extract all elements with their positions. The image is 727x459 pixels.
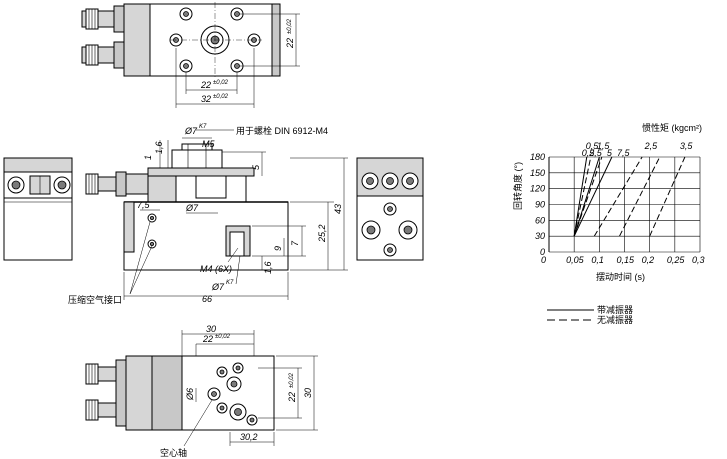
- bottom-dim-302: 30,2: [240, 432, 258, 442]
- top-dim-32-tol: ±0,02: [213, 94, 229, 100]
- bottom-dim-22: 22: [202, 334, 213, 344]
- dim-d7-k7-sup: K7: [199, 124, 207, 130]
- chart-y-tick: 120: [530, 184, 545, 194]
- top-dim-22-side: 22: [285, 38, 295, 49]
- bottom-dim-22-side: 22: [287, 392, 297, 403]
- chart-inertia-label: 2,5: [644, 141, 659, 151]
- chart-y-tick: 0: [540, 247, 545, 257]
- dim-75: 7,5: [137, 200, 151, 210]
- bottom-dim-30-side: 30: [303, 388, 313, 398]
- bottom-dim-22-tol: ±0,02: [215, 334, 231, 340]
- chart-y-tick: 150: [530, 168, 545, 178]
- dim-9: 9: [273, 246, 283, 251]
- bottom-dim-30: 30: [206, 324, 216, 334]
- chart-grid: [548, 156, 701, 253]
- chart-y-tick: 90: [535, 200, 545, 210]
- chart-y-tick: 60: [535, 215, 545, 225]
- top-dim-32: 32: [201, 94, 211, 104]
- swing-time-chart: 0 0,05 0,1 0,15 0,2 0,25 0,3 0 30 60 90 120 150 180 0…: [530, 141, 705, 265]
- bottom-dim-d6: Ø6: [185, 388, 195, 401]
- chart-x-tick: 0,25: [667, 255, 686, 265]
- chart-series-line: [573, 156, 613, 237]
- label-bolt: 用于螺栓 DIN 6912-M4: [236, 125, 328, 136]
- chart-x-tick: 0,1: [591, 255, 604, 265]
- dim-7: 7: [290, 240, 300, 246]
- chart-inertia-label: 2,5: [588, 148, 603, 158]
- top-dim-22-tol: ±0,02: [213, 80, 229, 86]
- chart-inertia-label: 0,5: [586, 141, 600, 151]
- chart-series: [573, 156, 686, 237]
- bottom-dim-22-side-tol: ±0,02: [289, 372, 295, 388]
- chart-series-line: [573, 156, 592, 237]
- chart-series-line: [593, 156, 643, 237]
- dim-d7-bottom: Ø7: [211, 282, 225, 292]
- top-view: [81, 2, 300, 108]
- dim-m4: M4 (6X): [200, 264, 232, 274]
- dim-16-bottom: 1,6: [263, 261, 273, 274]
- chart-x-tick: 0: [541, 255, 546, 265]
- label-air-port: 压缩空气接口: [68, 294, 122, 305]
- dim-43: 43: [333, 204, 343, 214]
- chart-series-line: [649, 156, 686, 237]
- dim-5: 5: [251, 164, 261, 170]
- chart-series-line: [619, 156, 661, 237]
- chart-inertia-label: 0,5: [582, 148, 596, 158]
- chart-y-tick: 180: [530, 152, 545, 162]
- legend-dashed-label: 无减振器: [597, 314, 633, 325]
- bottom-view: [85, 330, 318, 447]
- dim-66: 66: [202, 294, 212, 304]
- label-hollow-shaft: 空心轴: [160, 447, 187, 458]
- legend-solid-label: 带减振器: [597, 304, 633, 315]
- dim-m5: M5: [202, 139, 215, 149]
- left-side-view: [3, 157, 73, 261]
- dim-d7: Ø7: [185, 203, 199, 213]
- dim-1: 1: [143, 155, 153, 160]
- front-main-block: [123, 201, 289, 271]
- top-cylinder-body: [123, 3, 151, 77]
- dim-252: 25,2: [317, 224, 327, 243]
- chart-inertia-label: 1,5: [597, 141, 611, 151]
- front-top-clamp: [171, 149, 223, 169]
- chart-inertia-label: 5: [607, 148, 613, 158]
- chart-series-line: [573, 156, 603, 237]
- chart-inertia-label: 7,5: [617, 148, 631, 158]
- chart-xlabel: 摆动时间 (s): [596, 271, 645, 282]
- chart-inertia-label: 3,5: [680, 141, 694, 151]
- chart-x-tick: 0,15: [617, 255, 636, 265]
- chart-x-tick: 0,05: [566, 255, 585, 265]
- chart-x-tick: 0,2: [642, 255, 655, 265]
- top-dim-22: 22: [200, 80, 211, 90]
- chart-title: 惯性矩 (kgcm²): [642, 122, 702, 133]
- bottom-main-body: [181, 355, 275, 431]
- chart-x-tick: 0,3: [692, 255, 705, 265]
- chart-series-line: [573, 156, 588, 237]
- dim-d7-bottom-sup: K7: [226, 280, 234, 286]
- dim-16-top: 1,6: [154, 141, 164, 154]
- chart-ylabel: 回转角度 (°): [512, 162, 523, 210]
- top-dim-22-side-tol: ±0,02: [287, 18, 293, 34]
- right-side-view: [356, 157, 424, 261]
- chart-y-tick: 30: [535, 231, 545, 241]
- dim-d7-k7: Ø7: [184, 126, 198, 136]
- front-view: [85, 129, 348, 300]
- chart-ticks: 0 0,05 0,1 0,15 0,2 0,25 0,3 0 30 60 90 120 150 180: [530, 152, 705, 265]
